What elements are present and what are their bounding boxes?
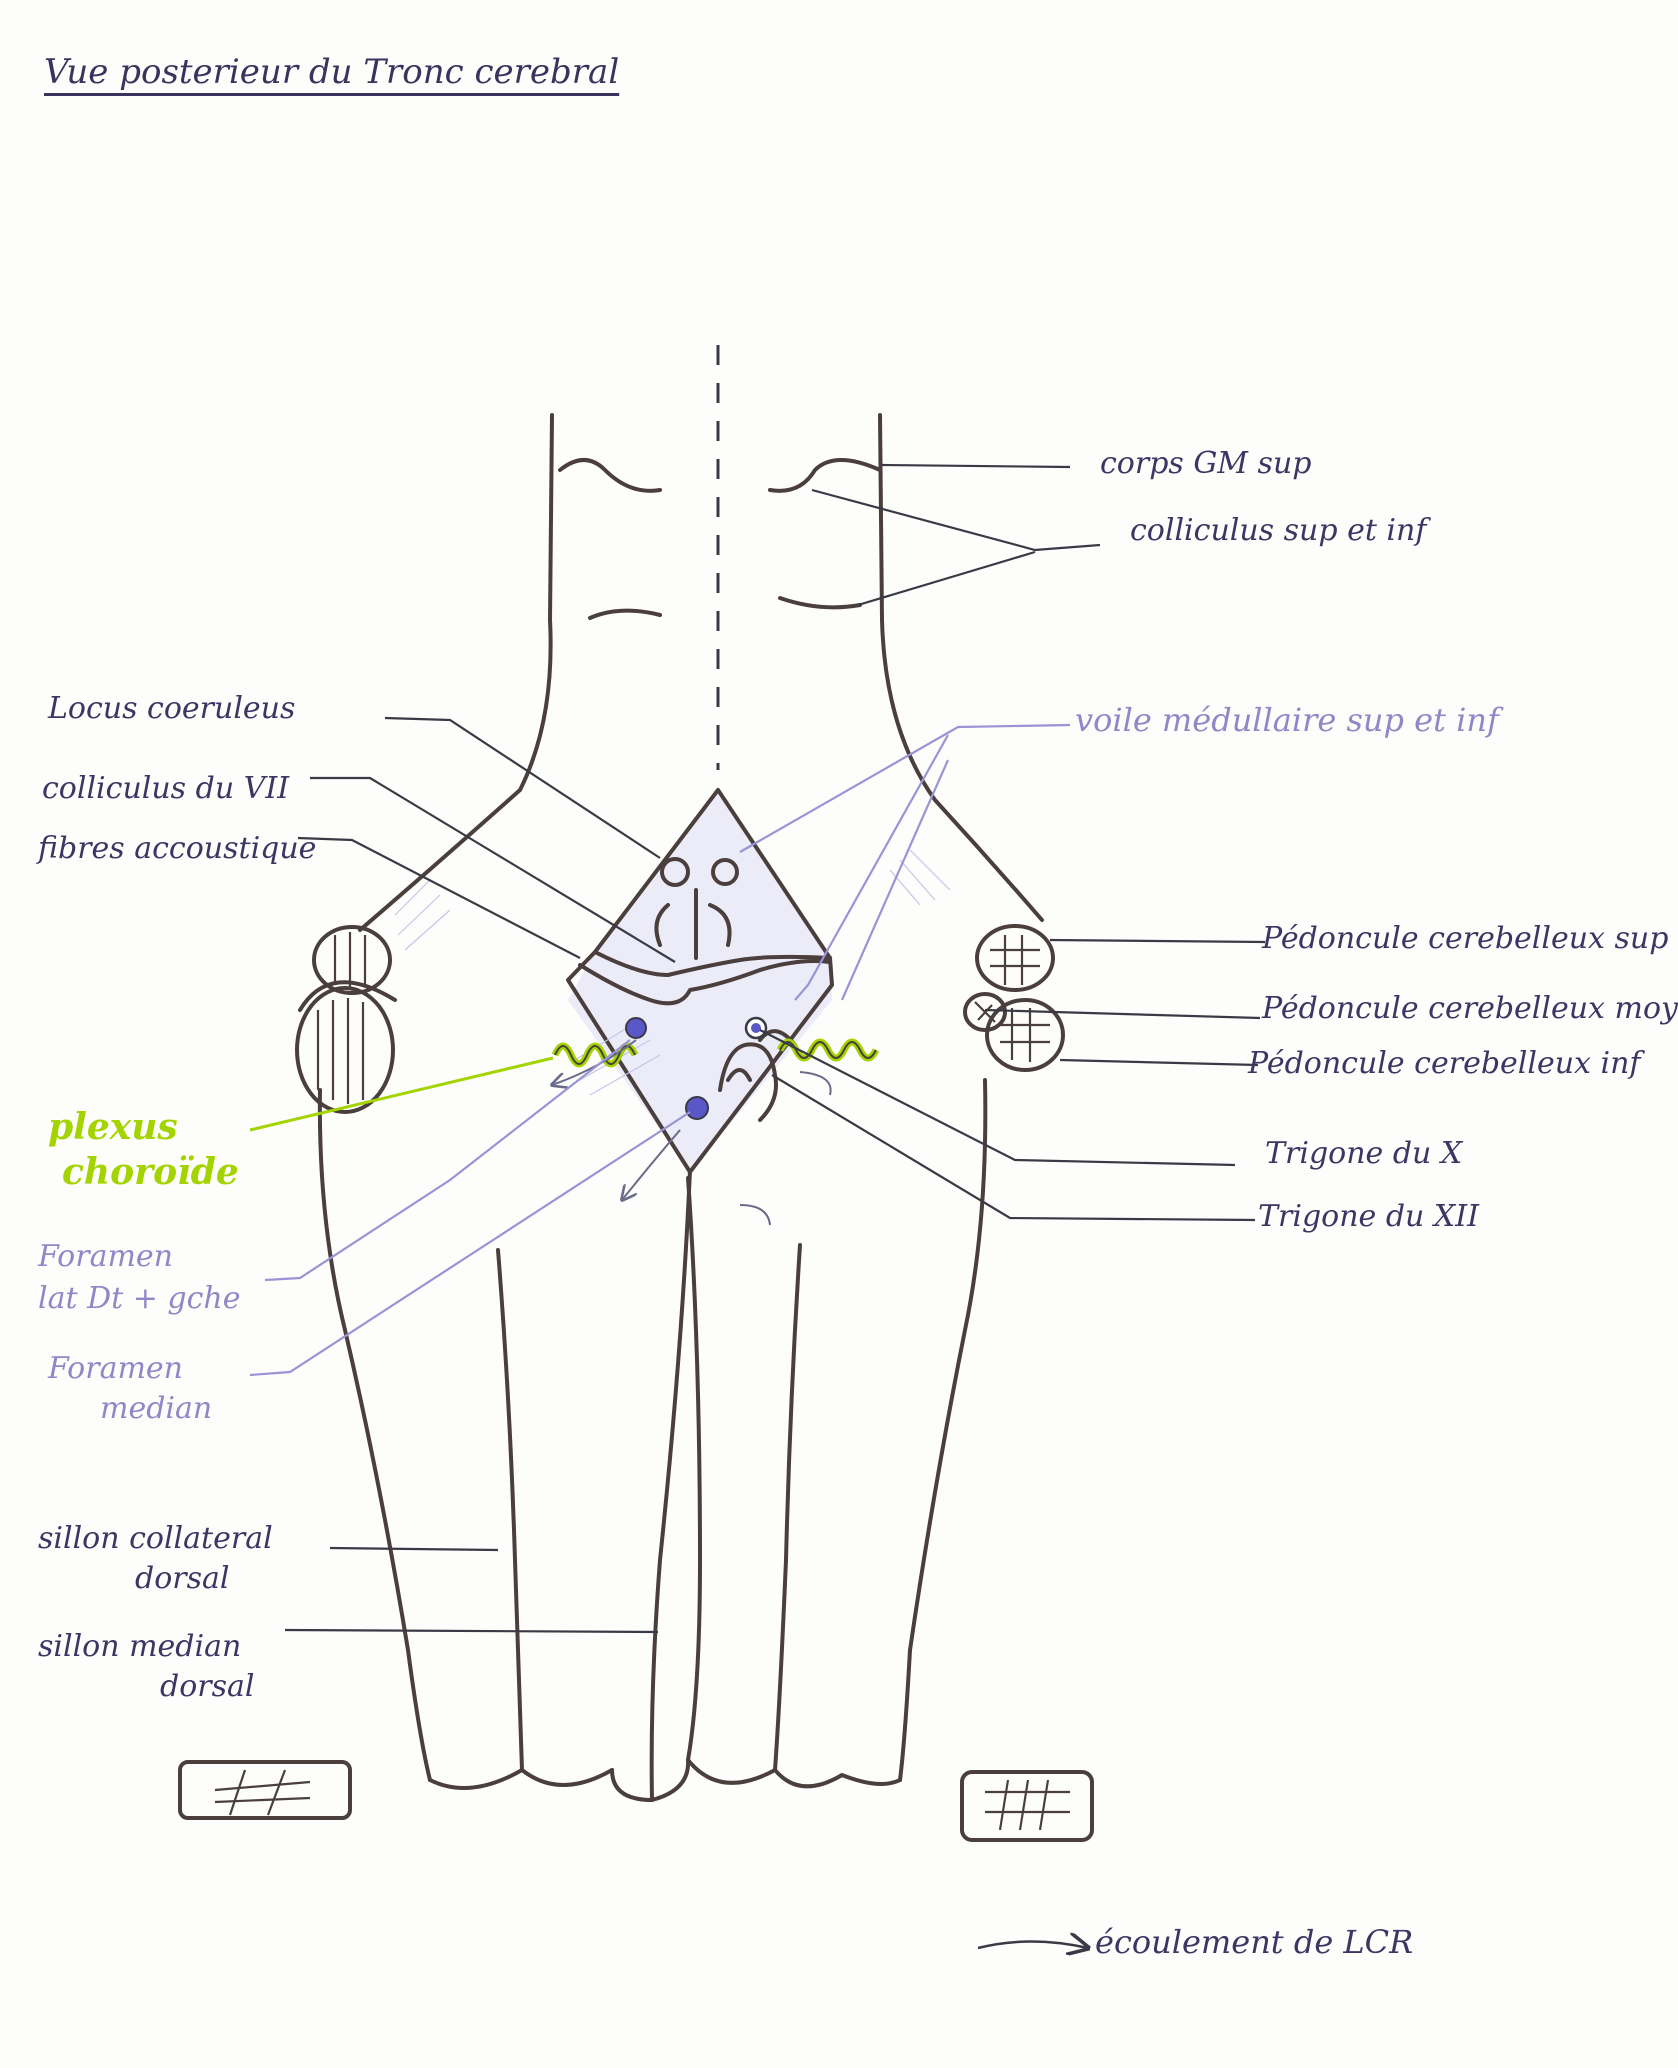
- label-colliculus-vii: colliculus du VII: [42, 771, 290, 806]
- label-locus-coeruleus: Locus coeruleus: [48, 691, 296, 726]
- label-plexus-line1: plexus: [48, 1106, 178, 1148]
- label-pedoncule-moy: Pédoncule cerebelleux moy: [1262, 991, 1678, 1026]
- label-trigone-x: Trigone du X: [1265, 1136, 1463, 1171]
- diagram-title: Vue posterieur du Tronc cerebral: [44, 52, 620, 92]
- label-plexus-line2: choroïde: [62, 1151, 239, 1193]
- colliculi-contours: [558, 458, 882, 620]
- label-sillon-collateral-line1: sillon collateral: [38, 1521, 273, 1556]
- leader-lines-dark: [284, 463, 1266, 1634]
- foramina: [552, 1016, 832, 1226]
- label-pedoncule-sup: Pédoncule cerebelleux sup: [1262, 921, 1669, 956]
- legend-text: écoulement de LCR: [1095, 1923, 1414, 1961]
- label-foramen-med-line2: median: [100, 1391, 213, 1426]
- peduncles-left: [295, 925, 397, 1114]
- label-sillon-median-line2: dorsal: [160, 1669, 255, 1704]
- leader-lines-lavender: [249, 723, 1071, 1377]
- label-voile-medullaire: voile médullaire sup et inf: [1075, 701, 1499, 739]
- legend-arrow: [977, 1942, 1088, 1949]
- label-sillon-collateral-line2: dorsal: [135, 1561, 230, 1596]
- bottom-hatch-boxes: [178, 1760, 1094, 1842]
- label-foramen-med-line1: Foramen: [48, 1351, 183, 1386]
- label-fibres-acoustique: fibres accoustique: [38, 831, 317, 866]
- label-pedoncule-inf: Pédoncule cerebelleux inf: [1248, 1046, 1641, 1081]
- brainstem-outline: [317, 413, 1044, 1802]
- label-foramen-lat-line2: lat Dt + gche: [38, 1281, 241, 1316]
- label-colliculus-sup-inf: colliculus sup et inf: [1130, 513, 1427, 548]
- label-foramen-lat-line1: Foramen: [38, 1239, 173, 1274]
- label-sillon-median-line1: sillon median: [38, 1629, 242, 1664]
- label-trigone-xii: Trigone du XII: [1258, 1199, 1479, 1234]
- rhomboid-fossa: [566, 788, 834, 1174]
- peduncles-right: [963, 924, 1065, 1072]
- label-corps-gm-sup: corps GM sup: [1100, 446, 1312, 481]
